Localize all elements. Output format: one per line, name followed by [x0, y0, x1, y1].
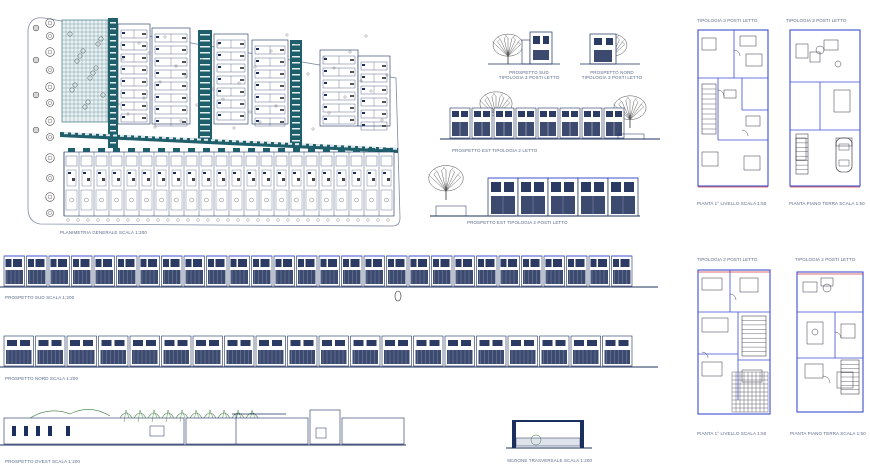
section-caption: SEZIONE TRASVERSALE SCALA 1:200	[507, 458, 593, 463]
elevation-east-t2-a	[440, 91, 660, 140]
tree-icon	[32, 24, 40, 32]
site-plan-caption: PLANIMETRIA GENERALE SCALA 1:200	[60, 230, 147, 235]
tree-icon	[45, 18, 55, 28]
tree-icon	[46, 66, 54, 74]
elevation-south-t3	[488, 31, 560, 65]
elev-east-b-caption: PROSPETTO EST TIPOLOGIA 2 POSTI LETTO	[467, 220, 568, 225]
site-trees-column	[32, 18, 55, 217]
strip-south-elevation	[0, 255, 658, 302]
plan-t3-b-caption: PIANTA PIANO TERRA SCALA 1:50	[789, 201, 865, 206]
plan-t3-first-floor	[697, 29, 769, 188]
tree-icon	[45, 153, 55, 163]
plan-t3-b-title: TIPOLOGIA 3 POSTI LETTO	[786, 18, 847, 23]
strip-west-elevation	[0, 409, 406, 446]
tree-icon	[32, 91, 40, 99]
elev-south-caption: PROSPETTO SUD TIPOLOGIA 3 POSTI LETTO	[498, 70, 560, 80]
elevation-north-t3	[580, 33, 640, 65]
tree-icon	[45, 192, 55, 202]
plan-t2-first-floor	[697, 269, 771, 415]
tree-icon	[492, 33, 524, 64]
tree-icon	[45, 82, 55, 92]
elev-north-caption: PROSPETTO NORD TIPOLOGIA 3 POSTI LETTO	[581, 70, 643, 80]
plan-t3-a-caption: PIANTA 1° LIVELLO SCALA 1:50	[697, 201, 767, 206]
tree-icon	[32, 56, 40, 64]
tree-icon	[45, 116, 55, 126]
tree-icon	[46, 209, 54, 217]
site-boundary	[27, 17, 401, 227]
plan-t3-a-title: TIPOLOGIA 3 POSTI LETTO	[697, 18, 758, 23]
elev-east-a-caption: PROSPETTO EST TIPOLOGIA 2 LETTO	[452, 148, 538, 153]
plan-t2-a-caption: PIANTA 1° LIVELLO SCALA 1:50	[697, 431, 767, 436]
tree-icon	[45, 47, 55, 57]
tree-icon	[46, 174, 54, 182]
site-upper-block	[60, 18, 398, 153]
tree-icon	[428, 165, 464, 200]
elevation-east-t2-b	[428, 165, 640, 217]
strip-north-elevation	[0, 335, 658, 368]
plan-t2-b-caption: PIANTA PIANO TERRA SCALA 1:50	[790, 431, 866, 436]
plan-t2-ground-floor	[796, 271, 864, 413]
tree-icon	[46, 133, 54, 141]
section-transversal	[506, 420, 592, 449]
plan-t2-a-title: TIPOLOGIA 2 POSTI LETTO	[697, 257, 758, 262]
plan-t3-ground-floor	[789, 29, 861, 188]
strip-west-caption: PROSPETTO OVEST SCALA 1:200	[5, 459, 81, 464]
tree-icon	[32, 126, 40, 134]
plan-t2-b-title: TIPOLOGIA 2 POSTI LETTO	[795, 257, 856, 262]
tree-icon	[46, 32, 54, 40]
site-plan	[27, 17, 401, 227]
strip-south-caption: PROSPETTO SUD SCALA 1:200	[5, 295, 75, 300]
strip-north-caption: PROSPETTO NORD SCALA 1:200	[5, 376, 79, 381]
tree-icon	[46, 99, 54, 107]
site-lower-row	[63, 148, 395, 222]
